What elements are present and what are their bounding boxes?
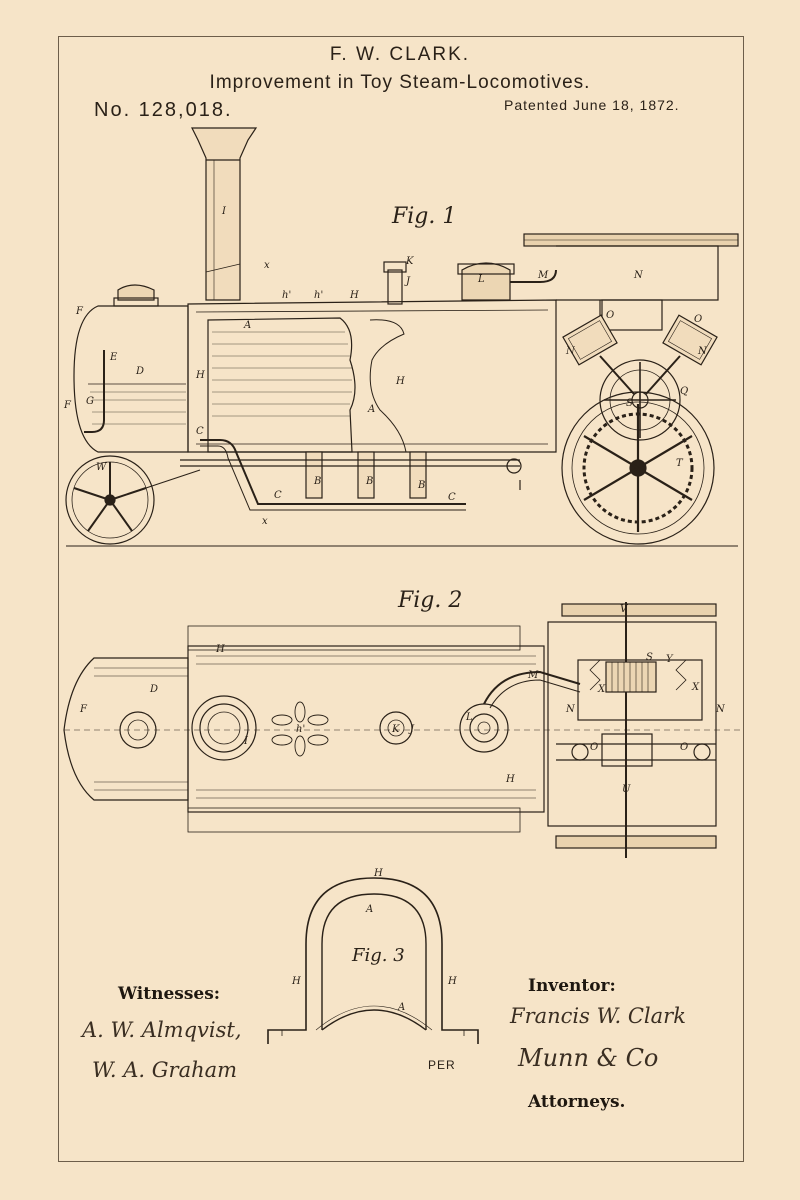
svg-text:D: D [135,366,144,377]
attorney-signature: Munn & Co [518,1044,659,1072]
per-label: PER [428,1058,456,1072]
svg-text:C: C [274,490,282,501]
svg-text:K: K [405,256,414,267]
svg-text:h': h' [296,724,305,735]
fig3-label: Fig. 3 [352,945,405,966]
svg-text:Q: Q [680,386,688,397]
svg-text:E: E [109,352,118,363]
svg-text:H: H [447,976,457,987]
svg-text:M: M [527,670,539,681]
svg-text:H: H [349,290,359,301]
svg-text:W: W [96,462,107,473]
witnesses-label: Witnesses: [118,984,221,1004]
svg-text:J: J [408,724,415,735]
svg-text:O: O [694,314,702,325]
svg-text:A: A [365,904,373,915]
svg-text:L: L [465,712,473,723]
svg-text:N: N [565,704,576,715]
svg-text:B: B [365,476,373,487]
attorneys-label: Attorneys. [528,1092,626,1112]
svg-text:N: N [697,346,708,357]
svg-text:F: F [63,400,72,411]
svg-text:H: H [215,644,225,655]
fig3-cross-section [267,877,479,1044]
fig1-side-view [65,127,739,547]
svg-text:I: I [243,736,249,747]
svg-text:A: A [367,404,375,415]
svg-text:V: V [620,604,629,615]
svg-text:O: O [590,742,598,753]
svg-text:J: J [404,276,411,287]
svg-text:N: N [565,346,576,357]
svg-text:U: U [622,784,631,795]
patent-border-frame [58,36,744,1162]
svg-text:F: F [75,306,84,317]
svg-text:H: H [395,376,405,387]
inventor-heading: F. W. CLARK. [329,44,471,65]
witness-signature-2: W. A. Graham [92,1058,238,1082]
fig2-label: Fig. 2 [398,588,463,613]
svg-text:C: C [448,492,456,503]
svg-text:N: N [715,704,726,715]
svg-text:S: S [646,652,653,663]
svg-text:A: A [243,320,251,331]
svg-text:H: H [291,976,301,987]
svg-text:H: H [505,774,515,785]
fig2-plan-view [63,602,740,858]
svg-text:X: X [597,684,606,695]
svg-text:T: T [676,458,684,469]
svg-text:h': h' [314,290,323,301]
inventor-signature: Francis W. Clark [510,1004,686,1028]
svg-text:S: S [626,398,633,409]
patent-number: No. 128,018. [94,99,233,121]
patent-date: Patented June 18, 1872. [504,97,680,113]
svg-text:H: H [195,370,205,381]
svg-text:B: B [417,480,425,491]
svg-text:Y: Y [666,654,674,665]
fig1-label: Fig. 1 [392,204,457,229]
svg-text:N: N [633,270,644,281]
svg-text:C: C [196,426,204,437]
svg-text:x: x [262,516,268,527]
svg-text:A: A [397,1002,405,1013]
svg-text:h': h' [282,290,291,301]
svg-text:H: H [373,868,383,879]
svg-text:L: L [477,274,485,285]
svg-text:O: O [680,742,688,753]
svg-text:X: X [691,682,700,693]
svg-text:F: F [79,704,88,715]
svg-text:x: x [264,260,270,271]
svg-text:K: K [391,724,400,735]
svg-text:I: I [221,206,227,217]
svg-text:B: B [313,476,321,487]
svg-text:D: D [149,684,158,695]
svg-text:G: G [86,396,94,407]
svg-text:M: M [537,270,549,281]
svg-text:O: O [606,310,614,321]
witness-signature-1: A. W. Almqvist, [82,1018,242,1042]
inventor-label: Inventor: [528,976,616,996]
patent-title: Improvement in Toy Steam-Locomotives. [209,72,591,93]
